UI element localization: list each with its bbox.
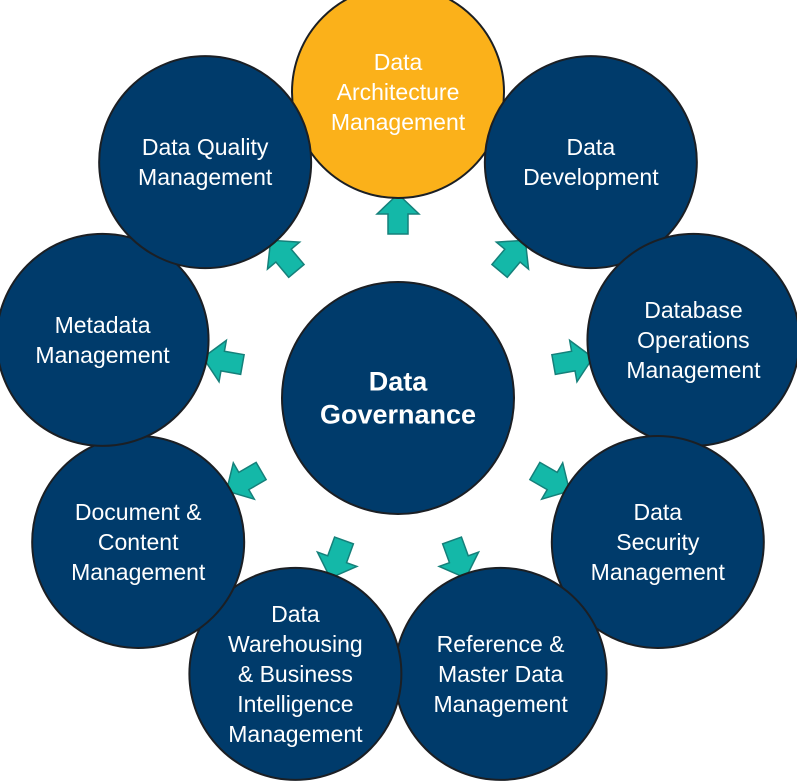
node-label-line: Data Quality (142, 134, 269, 160)
arrow-to-data-warehousing-bi-management (315, 536, 359, 580)
node-label-line: Warehousing (228, 631, 363, 657)
arrows-group (201, 192, 595, 580)
center-label-line: Governance (320, 400, 476, 430)
arrow-to-data-quality-management (266, 239, 306, 279)
node-label-line: Management (138, 164, 273, 190)
center-circle (281, 281, 515, 515)
node-label-line: Data (374, 49, 423, 75)
node-label-line: & Business (238, 661, 353, 687)
arrow-to-reference-master-data-management (437, 536, 481, 580)
node-label-line: Management (331, 109, 466, 135)
arrow-to-data-development (490, 239, 530, 279)
node-label-line: Management (591, 559, 726, 585)
node-label-line: Security (616, 529, 700, 555)
node-circle (188, 566, 403, 781)
node-label-line: Document & (75, 499, 202, 525)
node-circle (291, 0, 505, 199)
node-label-line: Data (271, 601, 320, 627)
node-circle (483, 55, 698, 270)
node-circle (0, 232, 210, 447)
arrow-to-database-operations-management (551, 338, 595, 384)
node-label-line: Architecture (337, 79, 460, 105)
node-circle (550, 435, 765, 649)
node-label-line: Intelligence (237, 691, 353, 717)
arrow-to-data-architecture-management (375, 192, 421, 235)
node-label-line: Development (523, 164, 659, 190)
node-circle (98, 55, 313, 270)
node-label-line: Content (98, 529, 179, 555)
node-label-line: Management (71, 559, 206, 585)
node-label-line: Management (35, 342, 170, 368)
node-label-line: Operations (637, 327, 750, 353)
arrow-to-document-content-management (225, 460, 268, 501)
node-label-line: Database (644, 297, 742, 323)
node-label-line: Data (634, 499, 683, 525)
node-label-line: Data (567, 134, 616, 160)
node-label-line: Management (626, 357, 761, 383)
node-label-line: Master Data (438, 661, 563, 687)
node-label-line: Metadata (55, 312, 151, 338)
arrow-to-data-security-management (528, 460, 571, 501)
node-label-line: Reference & (437, 631, 565, 657)
node-label-line: Management (433, 691, 568, 717)
arrow-to-metadata-management (201, 338, 245, 384)
center-label-line: Data (369, 367, 429, 397)
node-label-line: Management (228, 721, 363, 747)
